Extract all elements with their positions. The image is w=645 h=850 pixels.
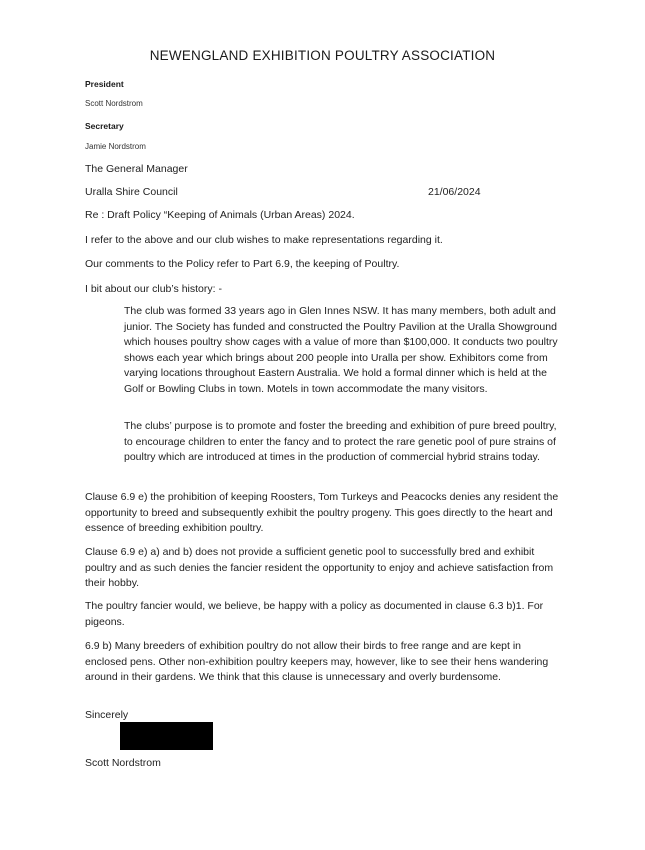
history-paragraph-2: The clubs’ purpose is to promote and fos… — [124, 420, 557, 463]
history-heading: I bit about our club’s history: - — [85, 283, 222, 295]
clause-6-9-e-ab: Clause 6.9 e) a) and b) does not provide… — [85, 546, 554, 589]
closing: Sincerely — [85, 709, 129, 721]
president-name: Scott Nordstrom — [85, 99, 143, 108]
signer-name: Scott Nordstrom — [85, 757, 161, 769]
secretary-label: Secretary — [85, 121, 124, 131]
secretary-name: Jamie Nordstrom — [85, 142, 146, 151]
clause-6-9-e: Clause 6.9 e) the prohibition of keeping… — [85, 491, 559, 534]
re-line: Re : Draft Policy “Keeping of Animals (U… — [85, 209, 355, 221]
president-label: President — [85, 79, 124, 89]
clause-6-3: The poultry fancier would, we believe, b… — [85, 600, 544, 628]
clause-6-9-b: 6.9 b) Many breeders of exhibition poult… — [85, 640, 549, 683]
letter-date: 21/06/2024 — [428, 186, 481, 198]
redacted-signature — [120, 722, 213, 750]
org-title: NEWENGLAND EXHIBITION POULTRY ASSOCIATIO… — [149, 48, 496, 63]
recipient-title: The General Manager — [85, 163, 188, 175]
comments-line: Our comments to the Policy refer to Part… — [85, 258, 400, 270]
intro-line: I refer to the above and our club wishes… — [85, 234, 443, 246]
history-paragraph-1: The club was formed 33 years ago in Glen… — [124, 305, 558, 395]
recipient-org: Uralla Shire Council — [85, 186, 178, 198]
